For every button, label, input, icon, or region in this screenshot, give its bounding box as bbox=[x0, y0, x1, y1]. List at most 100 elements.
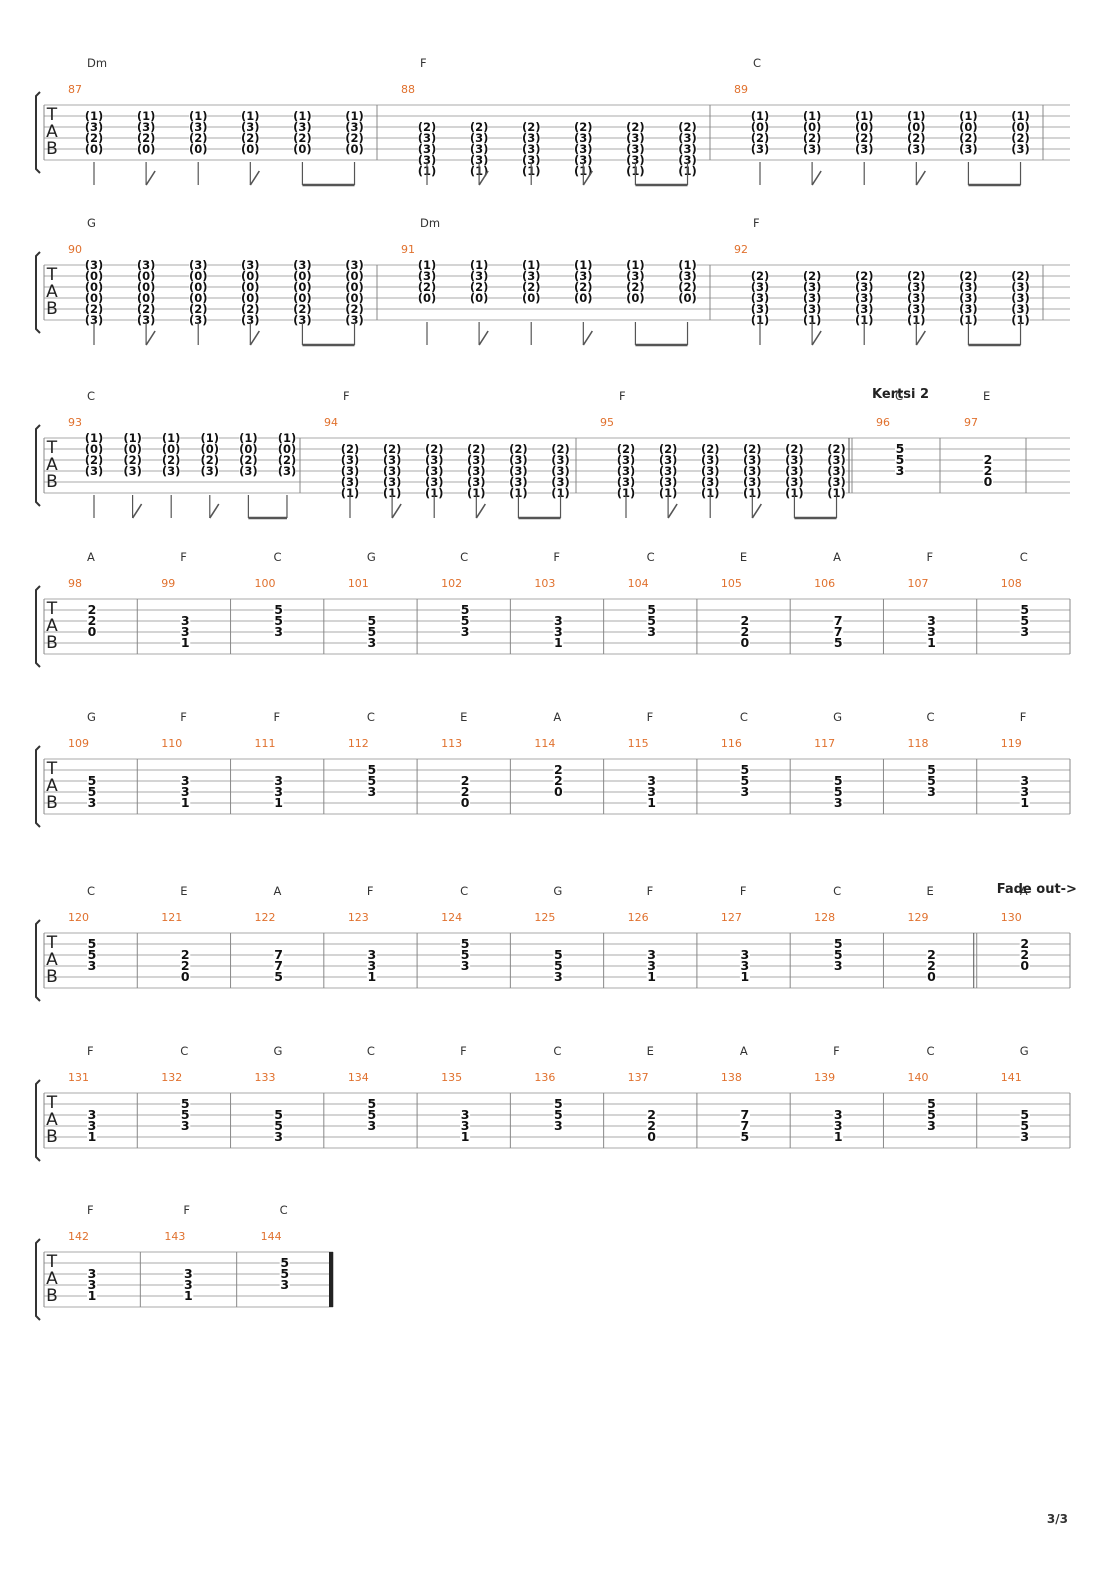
fret-bg bbox=[180, 961, 191, 972]
fret-bg bbox=[959, 282, 978, 293]
fret-number: 2 bbox=[181, 947, 190, 962]
fret-bg bbox=[574, 293, 593, 304]
measure-number: 95 bbox=[600, 416, 614, 429]
fret-bg bbox=[180, 1121, 191, 1132]
fret-bg bbox=[467, 477, 486, 488]
fret-bg bbox=[87, 1291, 97, 1302]
fret-number: 5 bbox=[834, 635, 843, 650]
fret-bg bbox=[751, 304, 769, 315]
chord-name: C bbox=[280, 1203, 288, 1217]
fret-bg bbox=[509, 466, 528, 477]
measure-number: 88 bbox=[401, 83, 415, 96]
fret-number: (3) bbox=[803, 142, 822, 156]
fret-bg bbox=[341, 444, 359, 455]
fret-bg bbox=[366, 787, 377, 798]
fret-number: 0 bbox=[984, 474, 993, 489]
fret-number: (1) bbox=[162, 431, 181, 445]
fret-number: (3) bbox=[418, 269, 437, 283]
fret-bg bbox=[162, 466, 181, 477]
fret-bg bbox=[183, 1280, 194, 1291]
fret-bg bbox=[180, 950, 191, 961]
fret-bg bbox=[366, 765, 377, 776]
fret-bg bbox=[743, 488, 762, 499]
fret-bg bbox=[574, 122, 593, 133]
chord-name: F bbox=[647, 884, 654, 898]
fret-bg bbox=[959, 304, 978, 315]
fret-number: 1 bbox=[274, 795, 283, 810]
fret-bg bbox=[279, 1258, 290, 1269]
fret-bg bbox=[241, 271, 260, 282]
fret-number: 3 bbox=[834, 1118, 843, 1133]
fret-number: (3) bbox=[959, 280, 978, 294]
measure-number: 91 bbox=[401, 243, 415, 256]
fret-bg bbox=[626, 282, 645, 293]
fret-number: (2) bbox=[785, 442, 804, 456]
chord-name: F bbox=[180, 710, 187, 724]
fret-bg bbox=[183, 1291, 194, 1302]
fret-bg bbox=[751, 315, 769, 326]
fret-bg bbox=[366, 972, 377, 983]
fret-number: (0) bbox=[293, 280, 312, 294]
fret-bg bbox=[200, 433, 219, 444]
fret-bg bbox=[85, 293, 103, 304]
fret-bg bbox=[701, 455, 720, 466]
fret-number: 3 bbox=[367, 958, 376, 973]
fret-bg bbox=[418, 122, 436, 133]
fret-bg bbox=[553, 765, 564, 776]
fret-number: 3 bbox=[461, 958, 470, 973]
fret-number: 0 bbox=[741, 635, 750, 650]
fret-number: (3) bbox=[425, 453, 444, 467]
fret-bg bbox=[701, 444, 720, 455]
fret-bg bbox=[293, 293, 312, 304]
fret-number: (0) bbox=[241, 269, 260, 283]
fret-number: (1) bbox=[278, 431, 297, 445]
tab-clef-letter: A bbox=[46, 950, 58, 970]
fret-number: (3) bbox=[626, 153, 645, 167]
fret-number: (0) bbox=[345, 142, 364, 156]
fret-bg bbox=[241, 260, 260, 271]
fret-bg bbox=[137, 282, 156, 293]
fret-bg bbox=[1019, 787, 1030, 798]
fret-number: (1) bbox=[123, 431, 142, 445]
tab-clef-letter: A bbox=[46, 1269, 58, 1289]
fret-bg bbox=[701, 477, 720, 488]
fret-number: 5 bbox=[741, 762, 750, 777]
fret-number: (0) bbox=[85, 269, 104, 283]
fret-number: 3 bbox=[367, 947, 376, 962]
fret-bg bbox=[1019, 605, 1030, 616]
note-flag bbox=[811, 170, 822, 186]
fret-number: (3) bbox=[959, 291, 978, 305]
fret-number: (2) bbox=[551, 442, 570, 456]
chord-name: F bbox=[753, 216, 760, 230]
fret-bg bbox=[189, 122, 208, 133]
fret-bg bbox=[418, 260, 436, 271]
fret-bg bbox=[273, 961, 284, 972]
fret-bg bbox=[273, 1132, 284, 1143]
fret-bg bbox=[467, 466, 486, 477]
chord-name: C bbox=[274, 550, 282, 564]
fret-number: 1 bbox=[741, 969, 750, 984]
fret-bg bbox=[460, 616, 471, 627]
fret-number: 5 bbox=[367, 1107, 376, 1122]
chord-name: C bbox=[180, 1044, 188, 1058]
fret-bg bbox=[833, 798, 844, 809]
fret-number: 3 bbox=[647, 958, 656, 973]
note-flag bbox=[478, 170, 489, 186]
fret-number: 7 bbox=[741, 1107, 750, 1122]
fret-number: (2) bbox=[341, 442, 360, 456]
system-bracket bbox=[35, 91, 41, 174]
fret-bg bbox=[137, 122, 156, 133]
fret-number: (2) bbox=[383, 442, 402, 456]
fret-bg bbox=[189, 260, 208, 271]
fret-number: (2) bbox=[522, 280, 541, 294]
fret-number: 2 bbox=[647, 1107, 656, 1122]
fret-number: 5 bbox=[834, 947, 843, 962]
measure-number: 106 bbox=[814, 577, 835, 590]
tab-clef-letter: B bbox=[46, 1286, 58, 1306]
fret-number: (1) bbox=[855, 109, 874, 123]
tab-clef-letter: B bbox=[46, 1127, 58, 1147]
fret-bg bbox=[162, 444, 181, 455]
fret-number: 5 bbox=[274, 1118, 283, 1133]
fret-bg bbox=[87, 1132, 97, 1143]
fret-number: (3) bbox=[201, 464, 220, 478]
